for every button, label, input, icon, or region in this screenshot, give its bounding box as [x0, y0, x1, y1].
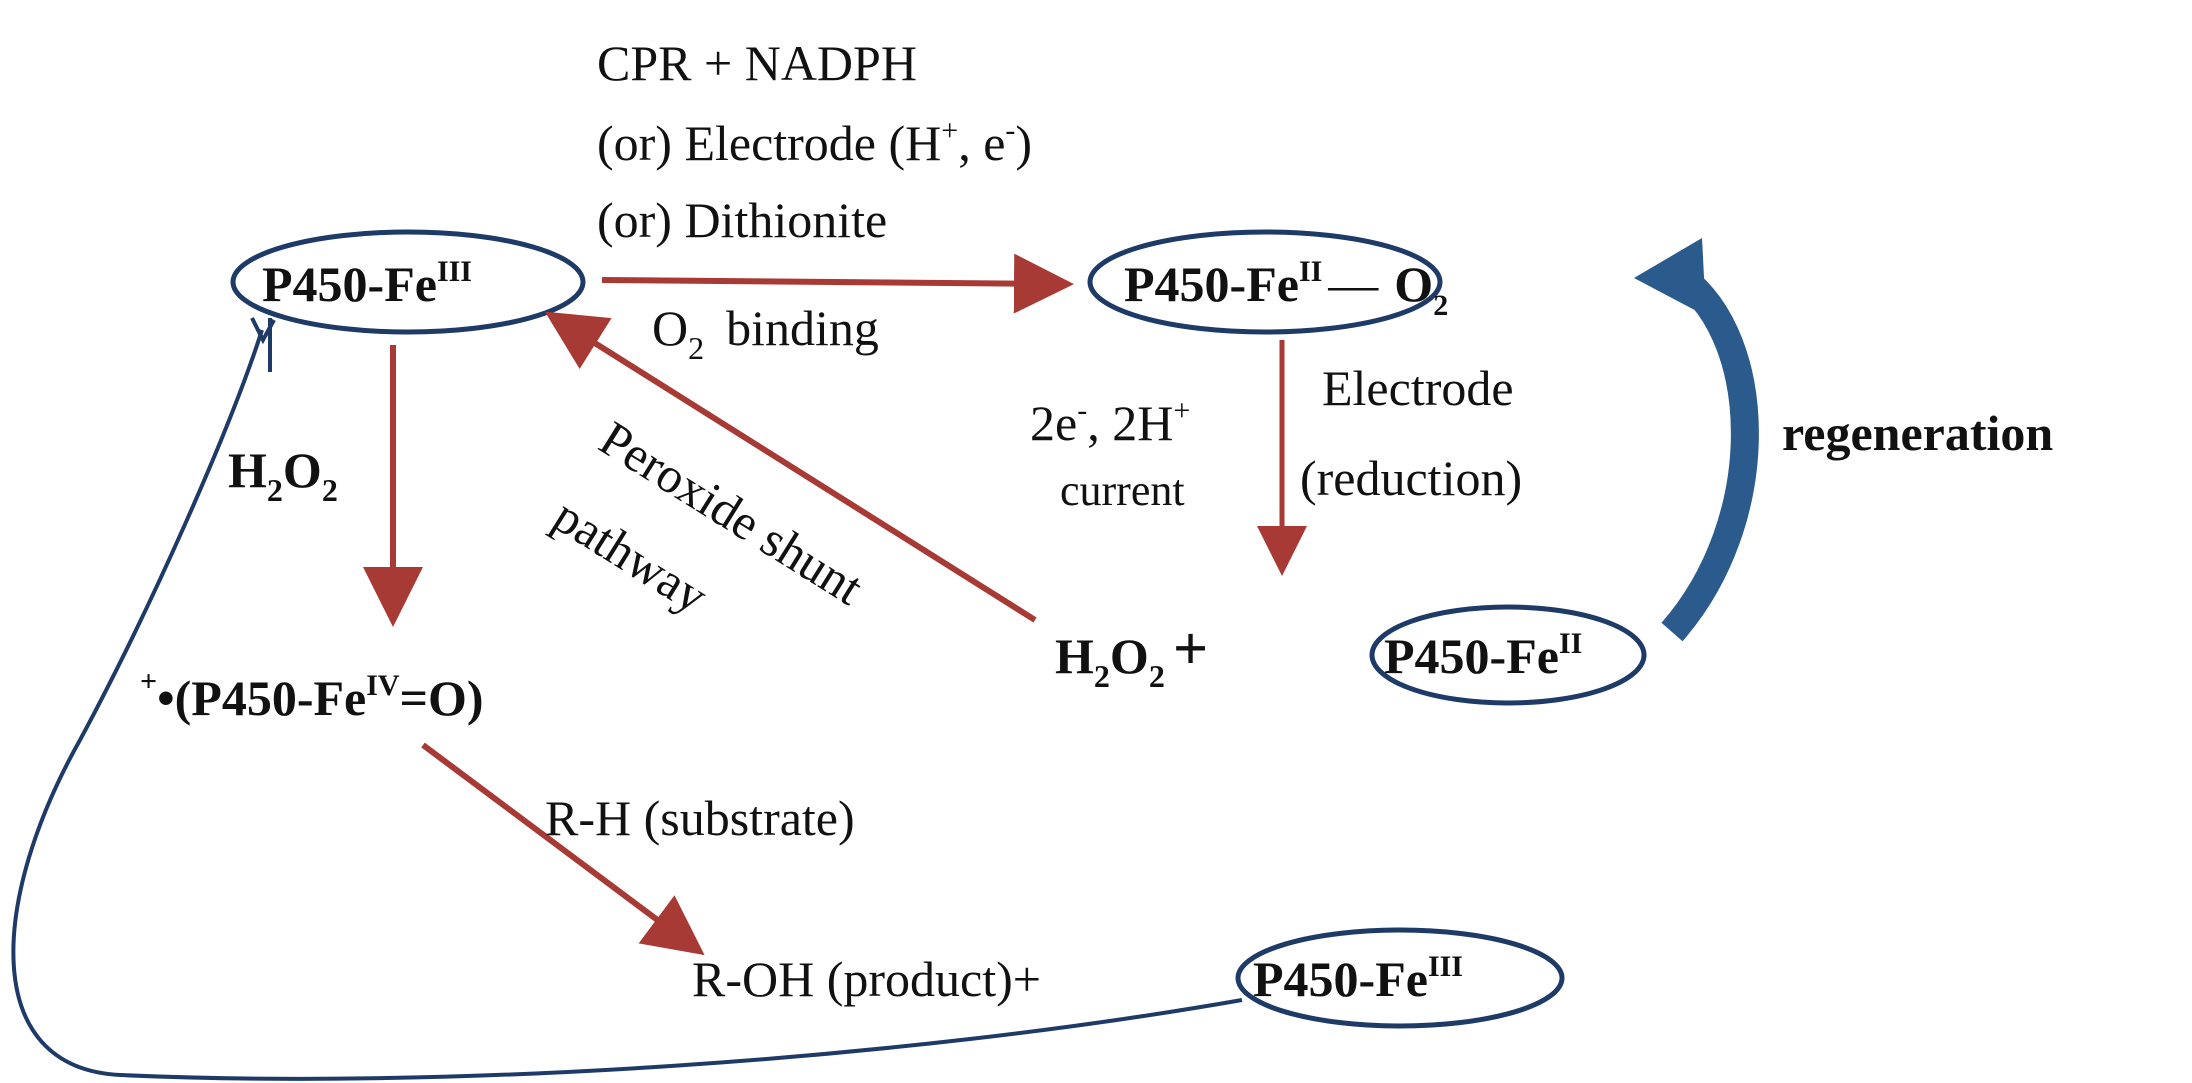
return-loop-arrow — [11, 329, 1243, 1081]
fe3-top-label: P450-FeIII — [262, 255, 472, 312]
fe3-top-ellipse — [230, 229, 586, 335]
reduction-arrow — [601, 253, 1074, 314]
electrons-label: 2e-, 2H+ — [1030, 394, 1190, 451]
reductant-line-2: (or) Electrode (H+, e-) — [597, 114, 1032, 171]
fe3-bottom-label: P450-FeIII — [1253, 950, 1463, 1007]
h2o2-left-label: H2O2 — [228, 442, 338, 508]
reductant-line-1: CPR + NADPH — [597, 35, 917, 91]
fe2-bottom-ellipse — [1369, 604, 1647, 706]
reductant-line-3: (or) Dithionite — [597, 192, 887, 248]
reduction-label: (reduction) — [1300, 450, 1522, 506]
peroxide-shunt-arrow — [544, 311, 1037, 623]
regeneration-arrow-head — [1634, 238, 1706, 316]
fe2-bottom-label: P450-FeII — [1384, 627, 1582, 684]
current-label: current — [1060, 466, 1185, 515]
fe2-o2-label: P450-FeII—O2 — [1124, 255, 1448, 322]
fe3-bottom-ellipse — [1235, 927, 1565, 1029]
substrate-oxidation-arrow — [421, 742, 705, 956]
h2o2-right-label: H2O2+ — [1055, 615, 1208, 694]
product-label: R-OH (product)+ — [692, 951, 1041, 1007]
electrode-label: Electrode — [1322, 360, 1514, 416]
regeneration-arrow — [1661, 266, 1759, 642]
compound1-label: +•(P450-FeIV=O) — [140, 665, 484, 726]
substrate-label: R-H (substrate) — [545, 790, 855, 846]
fe2-o2-ellipse — [1087, 229, 1443, 335]
regeneration-label: regeneration — [1782, 405, 2053, 461]
